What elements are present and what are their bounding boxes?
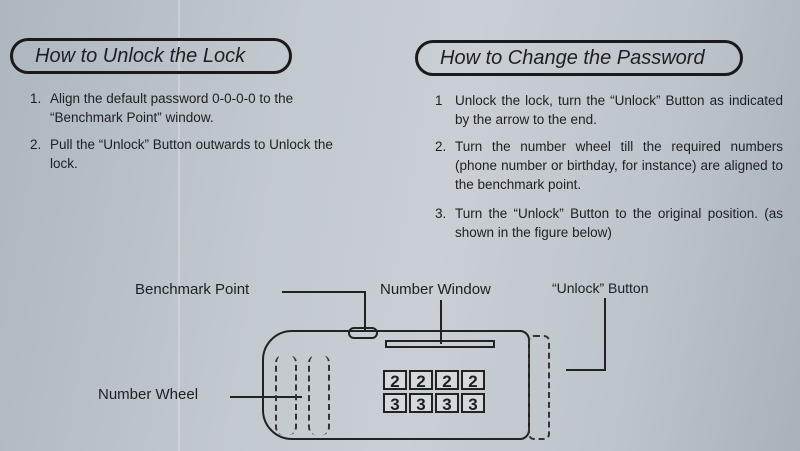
number-window <box>385 340 495 348</box>
paper-fold <box>178 0 180 451</box>
unlock-step-1: 1. Align the default password 0-0-0-0 to … <box>30 89 340 127</box>
leader-line <box>282 291 366 293</box>
number-window-label: Number Window <box>380 281 491 298</box>
benchmark-point-label: Benchmark Point <box>135 281 250 298</box>
unlock-button-label: “Unlock” Button <box>552 280 649 296</box>
leader-line <box>566 369 606 371</box>
digit: 3 <box>461 393 485 414</box>
number-wheel <box>308 355 330 435</box>
benchmark-point <box>348 327 378 339</box>
unlock-section-title: How to Unlock the Lock <box>10 38 292 74</box>
number-wheel <box>275 355 297 435</box>
step-number: 1 <box>435 93 443 108</box>
leader-line <box>440 300 442 344</box>
step-text: Unlock the lock, turn the “Unlock” Butto… <box>455 93 783 127</box>
digit: 2 <box>435 370 459 391</box>
digit: 3 <box>435 393 459 414</box>
leader-line <box>604 298 606 370</box>
digit: 2 <box>461 370 485 391</box>
digit: 2 <box>409 370 433 391</box>
change-step-2: 2. Turn the number wheel till the require… <box>435 137 783 194</box>
digit: 2 <box>383 370 407 391</box>
number-wheel-label: Number Wheel <box>98 386 199 403</box>
step-number: 2. <box>30 137 42 152</box>
step-number: 1. <box>30 91 42 106</box>
step-text: Align the default password 0-0-0-0 to th… <box>50 91 294 125</box>
digit-grid: 2 2 2 2 3 3 3 3 <box>383 370 485 414</box>
change-step-1: 1 Unlock the lock, turn the “Unlock” Butt… <box>435 91 783 129</box>
change-step-3: 3. Turn the “Unlock” Button to the origin… <box>435 204 783 242</box>
digit: 3 <box>383 393 407 414</box>
step-text: Turn the number wheel till the required … <box>455 139 783 192</box>
unlock-step-2: 2. Pull the “Unlock” Button outwards to U… <box>30 135 340 173</box>
step-number: 2. <box>435 139 447 154</box>
step-text: Pull the “Unlock” Button outwards to Unl… <box>50 137 333 171</box>
change-section-title: How to Change the Password <box>415 40 743 76</box>
unlock-button-knob <box>528 335 550 440</box>
digit: 3 <box>409 393 433 414</box>
leader-line <box>230 396 302 398</box>
step-text: Turn the “Unlock” Button to the original… <box>455 206 783 240</box>
leader-line <box>364 291 366 331</box>
step-number: 3. <box>435 206 447 221</box>
